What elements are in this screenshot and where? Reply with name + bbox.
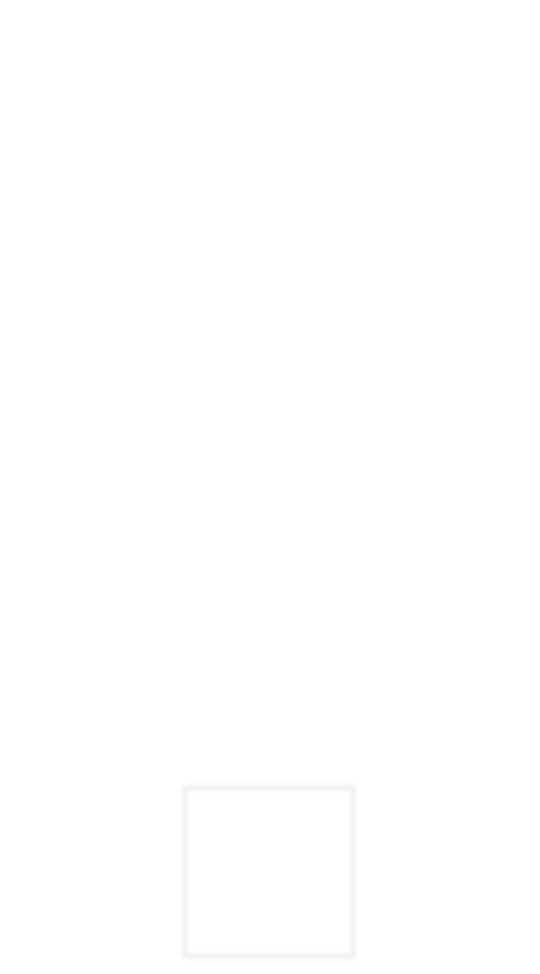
blank-content-area (0, 0, 540, 780)
square-outline-icon (191, 794, 347, 950)
square-frame-button[interactable] (183, 786, 355, 958)
